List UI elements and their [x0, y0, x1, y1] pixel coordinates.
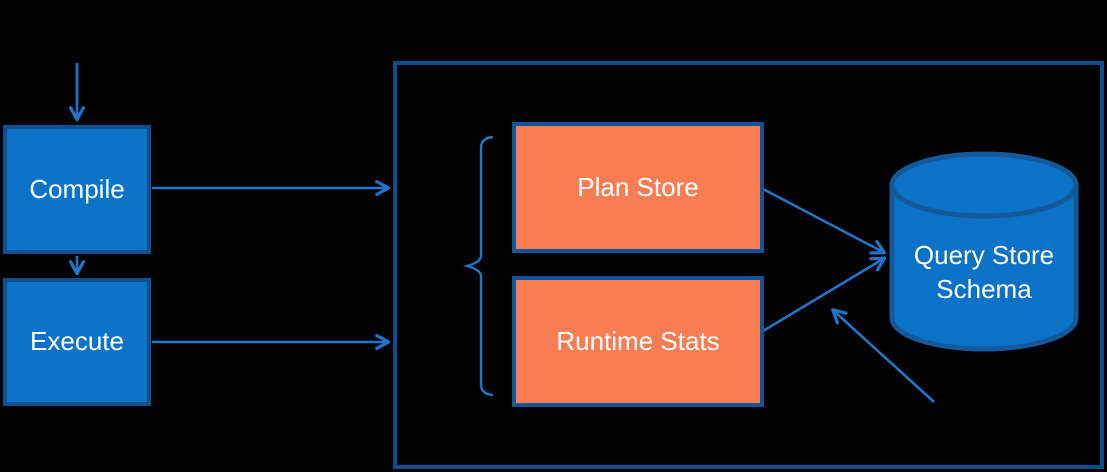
execute-node: Execute: [3, 278, 151, 406]
execute-label: Execute: [30, 326, 124, 357]
plan-store-node: Plan Store: [512, 122, 764, 253]
plan-store-label: Plan Store: [577, 171, 699, 202]
compile-node: Compile: [3, 125, 151, 254]
query-store-container: [393, 61, 1104, 469]
runtime-stats-node: Runtime Stats: [512, 276, 764, 407]
runtime-stats-label: Runtime Stats: [556, 325, 720, 356]
query-store-schema-label: Query Store Schema: [913, 240, 1055, 304]
compile-label: Compile: [29, 173, 125, 204]
